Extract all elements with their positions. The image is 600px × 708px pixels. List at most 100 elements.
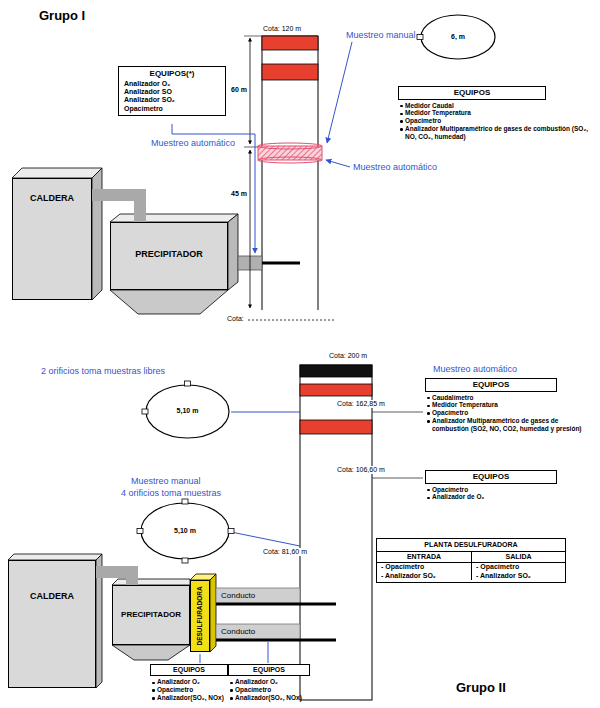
path-part [262, 36, 318, 310]
annotation-label: Muestreo automático [150, 138, 236, 149]
section-circle: 5,10 m [140, 502, 230, 560]
line-part [216, 603, 336, 606]
line-part [244, 147, 258, 148]
flue-duct [96, 572, 132, 585]
list-heading: EQUIPOS(*) [124, 69, 220, 79]
ellipse-part [258, 143, 322, 149]
line-part [248, 320, 336, 321]
list-item: Analizador Multiparamétrico de gases de … [398, 125, 593, 141]
chimney [300, 365, 372, 700]
equipment-box: PRECIPITADOR [110, 222, 228, 290]
list-item: Analizador O₂ [228, 678, 310, 686]
equipment-list: EQUIPOS Analizador O₂OpacímetroAnalizador… [228, 664, 310, 702]
line-part [216, 639, 336, 642]
flue-ducts [216, 588, 336, 640]
precipitator-3d-faces [110, 214, 238, 314]
rect-part [262, 36, 318, 50]
annotation-label: Muestreo manual [130, 476, 202, 487]
list-heading: EQUIPOS [425, 470, 557, 484]
list-item: - Analizador SO₂ [377, 572, 471, 580]
polygon-part [210, 574, 216, 652]
node-label: DESULFURADORA [196, 586, 204, 645]
annotation-label: Cota: [226, 315, 245, 323]
list-item: Analizador O₂ [150, 678, 228, 686]
line-part [326, 160, 350, 167]
rect-part [300, 420, 372, 434]
rect-part [216, 588, 300, 604]
line-part [244, 36, 262, 37]
node-label: PRECIPITADOR [121, 610, 181, 620]
polygon-part [92, 168, 102, 300]
section-outline [146, 385, 229, 438]
line-part [200, 654, 201, 663]
annotation-label: Conducto [220, 627, 256, 637]
boiler-3d-faces [8, 554, 102, 688]
list-item: - Opacímetro [472, 563, 565, 571]
annotation-label: Muestreo automático [352, 162, 438, 173]
boiler-3d-faces [12, 168, 102, 300]
list-item: Medidor Temperatura [398, 109, 593, 117]
rect-part [300, 365, 372, 700]
list-item: Opacímetro [124, 105, 220, 113]
line-part [262, 262, 300, 265]
list-item: Opacímetro [425, 409, 595, 417]
list-item: Opacímetro [150, 686, 228, 694]
list-item: Opacímetro [425, 486, 595, 494]
annotation-label: Conducto [220, 591, 256, 601]
annotation-label: Muestreo manual [345, 30, 417, 41]
polygon-part [110, 214, 238, 222]
diameter-label: 6, m [451, 33, 465, 41]
list-item: Analizador(SO₂, NOx) [228, 694, 310, 702]
line-part [231, 532, 300, 546]
list-item: Analizador de O₂ [425, 493, 595, 501]
equipment-list: EQUIPOS OpacímetroAnalizador de O₂ [425, 470, 595, 501]
sampling-port [182, 558, 188, 563]
annotation-label: Cota: 200 m [328, 352, 368, 360]
ellipse-part [258, 157, 322, 163]
list-item: Analizador SO [124, 88, 220, 96]
table-box: PLANTA DESULFURADORAENTRADA- Opacímetro-… [376, 538, 566, 583]
rect-part [300, 384, 372, 396]
node-label: CALDERA [30, 193, 74, 204]
annotation-label: 60 m [230, 86, 248, 94]
annotation-label: 4 orificios toma muestras [120, 488, 222, 499]
sampling-ring [258, 143, 322, 163]
section-outline [421, 15, 495, 59]
rect-part [300, 365, 372, 377]
list-item: Opacímetro [228, 686, 310, 694]
desulfurizer-3d-faces [190, 574, 216, 652]
list-item: Opacimetro [398, 117, 593, 125]
node-label: PRECIPITADOR [135, 249, 202, 260]
sampling-port [228, 529, 234, 534]
list-item: Analizador(SO₂, NOx) [150, 694, 228, 702]
node-label: CALDERA [30, 591, 74, 602]
list-item: Analizador SO₂ [124, 96, 220, 104]
equipment-list: EQUIPOSMedidor CaudalMedidor Temperatura… [398, 86, 593, 141]
sampling-port [417, 35, 423, 40]
height-dimension [244, 36, 336, 320]
list-heading: EQUIPOS [228, 664, 310, 676]
flue-duct [92, 195, 140, 222]
group-title: Grupo II [455, 680, 507, 696]
line-part [231, 412, 300, 413]
sampling-port [137, 529, 143, 534]
annotation-label: Cota: 120 m [262, 25, 302, 33]
list-heading: EQUIPOS [398, 86, 546, 100]
diameter-label: 5,10 m [174, 527, 196, 535]
equipment-box: CALDERA [12, 178, 92, 300]
line-part [327, 42, 352, 143]
annotation-label: Cota: 106,60 m [336, 466, 386, 474]
list-item: Medidor Temperatura [425, 401, 595, 409]
polygon-part [110, 290, 228, 314]
polygon-part [12, 168, 102, 178]
equipment-box: PRECIPITADOR [112, 585, 190, 645]
line-part [250, 38, 251, 144]
equipment-box: CALDERA [8, 560, 96, 688]
chimney [262, 36, 318, 310]
line-part [250, 150, 251, 308]
line-part [372, 478, 423, 479]
list-heading: EQUIPOS [425, 378, 557, 392]
sampling-port [182, 499, 188, 504]
